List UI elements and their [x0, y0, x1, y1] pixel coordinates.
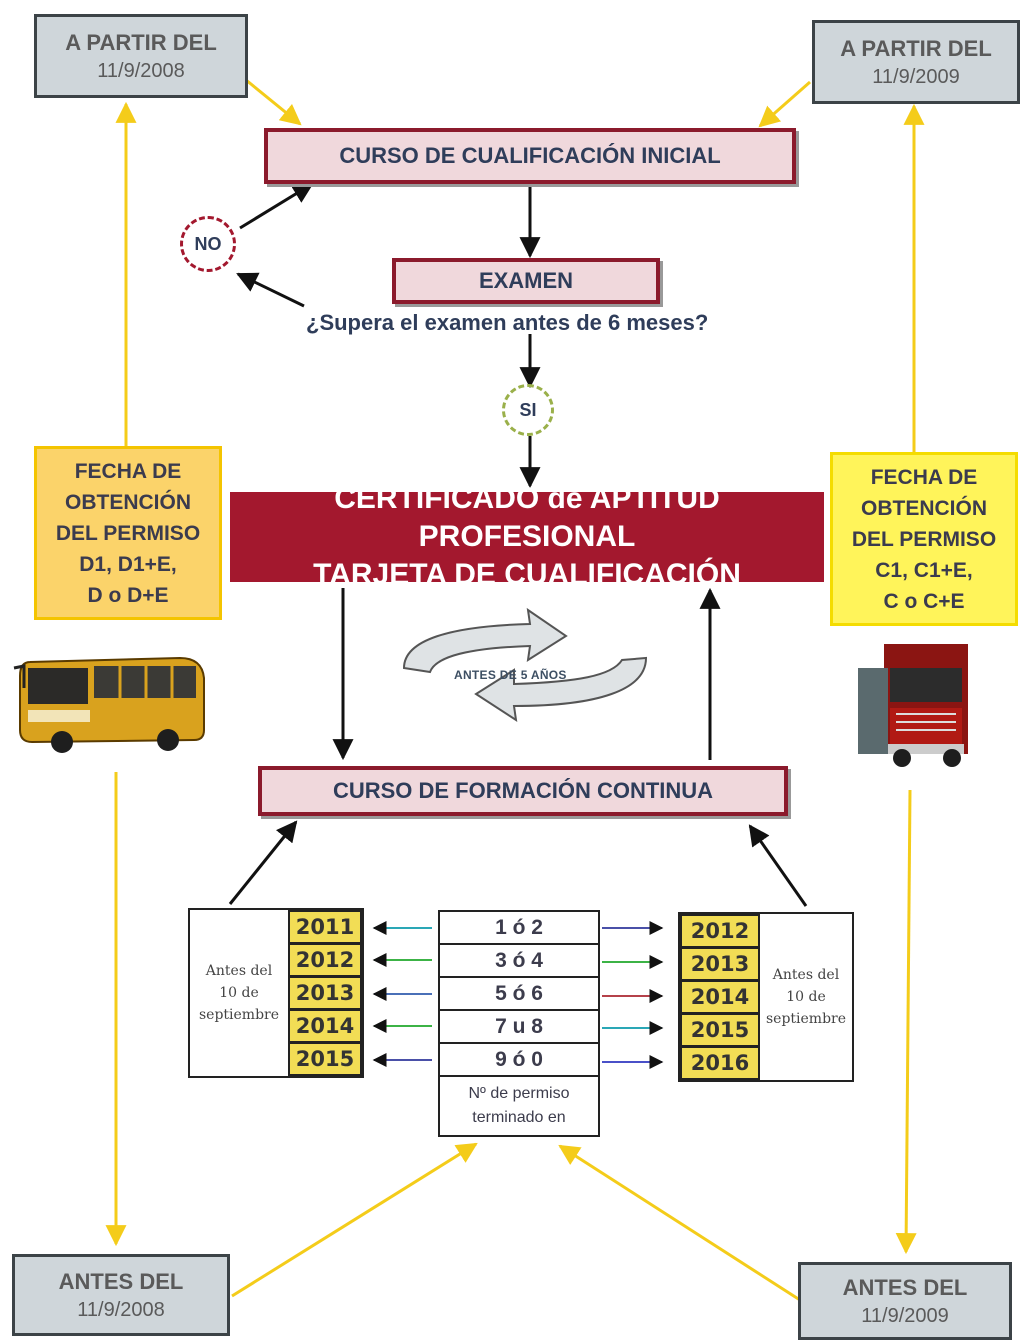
deadline-label: Antes del 10 de septiembre	[190, 910, 288, 1076]
continuing-training-course-box: CURSO DE FORMACIÓN CONTINUA	[258, 766, 788, 816]
connector	[228, 820, 298, 905]
deadline-line: Antes del	[205, 963, 273, 979]
box-date: 11/9/2008	[97, 59, 185, 82]
year-cell: 2013	[288, 976, 362, 1010]
box-line: C o C+E	[883, 589, 965, 613]
box-line: C1, C1+E,	[875, 558, 973, 582]
year-cell: 2011	[288, 910, 362, 944]
box-line: D o D+E	[87, 583, 169, 607]
bus-icon	[13, 656, 205, 753]
ending-cell: 5 ó 6	[438, 976, 600, 1011]
year-cell: 2015	[288, 1042, 362, 1076]
before-date-2008-box: ANTES DEL 11/9/2008	[12, 1254, 230, 1336]
ending-cell: 3 ó 4	[438, 943, 600, 978]
ending-cell: 1 ó 2	[438, 910, 600, 945]
box-label: EXAMEN	[478, 268, 574, 293]
box-title: A PARTIR DEL	[840, 35, 992, 61]
ending-footer: Nº de permiso terminado en	[438, 1075, 600, 1137]
box-line: FECHA DE	[870, 465, 978, 489]
box-date: 11/9/2009	[861, 1304, 949, 1327]
start-date-2008-box: A PARTIR DEL 11/9/2008	[34, 14, 248, 98]
professional-certificate-box: CERTIFICADO de APTITUD PROFESIONAL TARJE…	[230, 482, 824, 591]
deadline-line: Antes del	[772, 967, 840, 983]
box-title: A PARTIR DEL	[65, 29, 217, 55]
box-title: ANTES DEL	[58, 1268, 184, 1294]
box-line: DEL PERMISO	[851, 527, 997, 551]
left-deadline-table: Antes del 10 de septiembre 2011 2012 201…	[188, 908, 364, 1078]
box-title: ANTES DEL	[842, 1274, 968, 1300]
deadline-line: septiembre	[765, 1011, 847, 1027]
certificate-subtitle: TARJETA DE CUALIFICACIÓN	[313, 558, 741, 591]
year-cell: 2012	[680, 914, 760, 948]
deadline-line: 10 de	[786, 989, 826, 1005]
certificate-title: CERTIFICADO de APTITUD PROFESIONAL	[334, 482, 720, 553]
year-cell: 2013	[680, 947, 760, 981]
box-line: D1, D1+E,	[79, 552, 177, 576]
start-date-2009-box: A PARTIR DEL 11/9/2009	[812, 20, 1020, 104]
footer-line: terminado en	[472, 1109, 566, 1126]
connector	[231, 1142, 478, 1298]
connector	[558, 1144, 801, 1302]
connector	[895, 789, 917, 1255]
year-cell: 2014	[288, 1009, 362, 1043]
no-circle: NO	[180, 216, 236, 272]
license-c-date-box: FECHA DE OBTENCIÓN DEL PERMISO C1, C1+E,…	[830, 452, 1018, 626]
footer-line: Nº de permiso	[468, 1085, 570, 1102]
deadline-line: 10 de	[219, 985, 259, 1001]
connector	[236, 272, 305, 308]
cycle-arrows-icon	[402, 607, 648, 723]
ending-cell: 9 ó 0	[438, 1042, 600, 1077]
deadline-label: Antes del 10 de septiembre	[760, 914, 852, 1080]
initial-qualification-course-box: CURSO DE CUALIFICACIÓN INICIAL	[264, 128, 796, 184]
cycle-label: ANTES DE 5 AÑOS	[454, 668, 567, 682]
box-line: DEL PERMISO	[55, 521, 201, 545]
box-date: 11/9/2009	[872, 65, 960, 88]
ending-cell: 7 u 8	[438, 1009, 600, 1044]
box-label: CURSO DE CUALIFICACIÓN INICIAL	[339, 143, 721, 168]
box-line: OBTENCIÓN	[861, 496, 987, 520]
year-cell: 2012	[288, 943, 362, 977]
year-cell: 2015	[680, 1013, 760, 1047]
box-label: CURSO DE FORMACIÓN CONTINUA	[332, 778, 714, 803]
year-cell: 2014	[680, 980, 760, 1014]
box-date: 11/9/2008	[77, 1298, 165, 1321]
license-d-date-box: FECHA DE OBTENCIÓN DEL PERMISO D1, D1+E,…	[34, 446, 222, 620]
yes-label: SI	[519, 399, 537, 420]
no-label: NO	[194, 233, 222, 254]
exam-box: EXAMEN	[392, 258, 660, 304]
right-deadline-table: 2012 2013 2014 2015 2016 Antes del 10 de…	[678, 912, 854, 1082]
connector	[239, 182, 314, 230]
connector	[758, 80, 811, 128]
deadline-line: septiembre	[198, 1007, 280, 1023]
before-date-2009-box: ANTES DEL 11/9/2009	[798, 1262, 1012, 1340]
yes-circle: SI	[502, 384, 554, 436]
connector	[245, 78, 302, 126]
truck-icon	[858, 644, 968, 767]
year-cell: 2016	[680, 1046, 760, 1080]
connector	[748, 824, 808, 907]
exam-question: ¿Supera el examen antes de 6 meses?	[306, 310, 709, 335]
box-line: FECHA DE	[74, 459, 182, 483]
box-line: OBTENCIÓN	[65, 490, 191, 514]
